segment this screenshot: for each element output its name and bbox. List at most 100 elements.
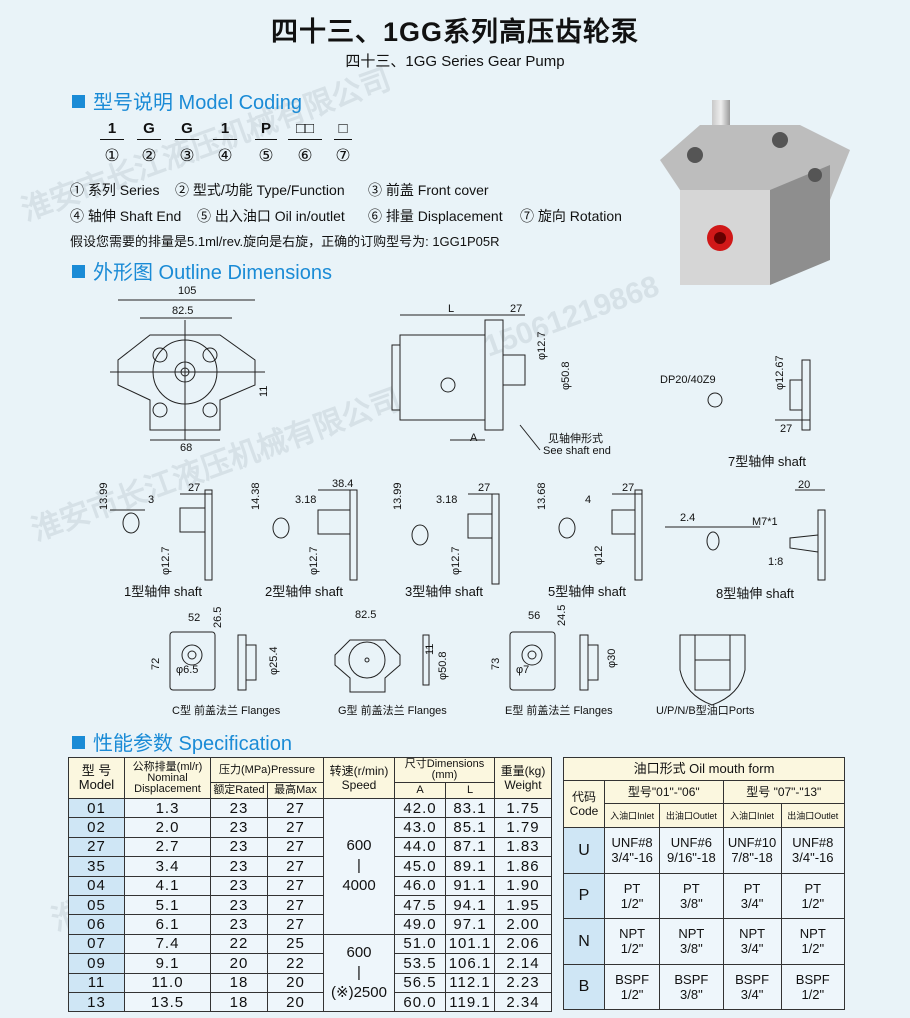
flange-c-drawing <box>169 631 257 691</box>
legend-item: ② 型式/功能 Type/Function <box>175 182 345 198</box>
shaft5-caption: 5型轴伸 shaft <box>548 584 627 599</box>
dim-label: 73 <box>490 657 502 670</box>
speed-top: 600 <box>346 837 372 855</box>
shaft2-caption: 2型轴伸 shaft <box>265 584 344 599</box>
square-bullet-icon <box>72 265 85 278</box>
code-number: ③ <box>179 146 195 165</box>
cell-w: 2.14 <box>494 953 552 974</box>
col-inlet: 入油口Inlet <box>722 803 782 828</box>
cell-max: 25 <box>267 933 324 955</box>
code-number: ④ <box>217 146 233 165</box>
flange-e-caption: E型 前盖法兰 Flanges <box>505 705 613 717</box>
port-text: 3/8" <box>680 941 703 957</box>
port-text: 3/4"-16 <box>792 850 834 866</box>
col-pressure: 压力(MPa)Pressure <box>210 757 324 783</box>
shaft3-caption: 3型轴伸 shaft <box>405 584 484 599</box>
shaft7-drawing <box>707 359 811 431</box>
flange-e-drawing <box>509 631 599 691</box>
dim-label: 105 <box>178 285 197 297</box>
cell-w: 1.83 <box>494 836 552 858</box>
legend-item: ⑤ 出入油口 Oil in/outlet <box>197 208 345 224</box>
cell-model: 27 <box>68 836 125 858</box>
section-heading-outline: 外形图 Outline Dimensions <box>72 256 332 285</box>
cell-disp: 6.1 <box>124 914 211 935</box>
col-outlet: 出油口Outlet <box>780 803 846 828</box>
port-text: BSPF <box>735 971 770 987</box>
cell-w: 1.86 <box>494 856 552 877</box>
legend-item: ④ 轴伸 Shaft End <box>70 208 182 224</box>
port-drawing <box>679 634 746 706</box>
cell-disp: 2.7 <box>124 836 211 858</box>
cell-speed: 600|4000 <box>323 798 395 935</box>
port-text: BSPF <box>615 971 650 987</box>
cell-L: 97.1 <box>445 914 495 935</box>
cell-max: 27 <box>267 836 324 858</box>
legend-item: ⑦ 旋向 Rotation <box>520 208 622 224</box>
cell-model: 13 <box>68 991 125 1013</box>
cell-model: 01 <box>68 797 125 819</box>
cell-w: 2.00 <box>494 914 552 935</box>
cell-A: 60.0 <box>394 991 446 1013</box>
col-rated: 额定Rated <box>210 782 268 799</box>
cell-A: 43.0 <box>394 817 446 838</box>
speed-top: 600 <box>346 944 372 962</box>
port-text: PT <box>683 880 700 896</box>
shaft7-caption: 7型轴伸 shaft <box>728 454 807 469</box>
shaft8-drawing <box>665 489 826 581</box>
dim-label: 2.4 <box>680 512 696 524</box>
dim-label: 13.99 <box>98 482 110 510</box>
dim-label: 11 <box>258 385 270 397</box>
cell-w: 2.06 <box>494 933 552 955</box>
cell-model: 02 <box>68 817 125 838</box>
code-char: G <box>175 120 199 140</box>
cell-rated: 23 <box>210 914 268 935</box>
cell-model: 35 <box>68 856 125 877</box>
page-subtitle: 四十三、1GG Series Gear Pump <box>345 53 565 70</box>
cell-L: 101.1 <box>445 933 495 955</box>
port-text: UNF#6 <box>670 835 712 851</box>
dim-label: 68 <box>180 442 193 454</box>
dim-label: φ12.67 <box>774 355 786 390</box>
cell-max: 27 <box>267 894 324 916</box>
cell-rated: 23 <box>210 856 268 877</box>
cell-A: 45.0 <box>394 856 446 877</box>
cell-L: 119.1 <box>445 991 495 1013</box>
cell-model: 09 <box>68 953 125 974</box>
col-A: A <box>394 782 446 799</box>
cell-disp: 5.1 <box>124 894 211 916</box>
cell-code: N <box>563 918 605 965</box>
cell-max: 27 <box>267 875 324 896</box>
dim-label: 24.5 <box>556 604 568 626</box>
cell-A: 53.5 <box>394 953 446 974</box>
code-number: ⑥ <box>297 146 313 165</box>
port-text: PT <box>804 880 822 896</box>
code-number: ② <box>141 146 157 165</box>
code-char: P <box>255 120 277 140</box>
dim-label: 20 <box>798 479 811 491</box>
cell-disp: 11.0 <box>124 972 211 993</box>
port-text: 3/8" <box>680 895 703 911</box>
cell-model: 06 <box>68 914 125 935</box>
port-text: BSPF <box>795 971 830 987</box>
dim-label: 13.68 <box>536 482 548 510</box>
cell-max: 27 <box>267 817 324 838</box>
cell-max: 20 <box>267 991 324 1013</box>
port-text: UNF#8 <box>792 835 834 851</box>
cell-rated: 23 <box>210 797 268 819</box>
port-text: 3/4"-16 <box>611 850 653 866</box>
